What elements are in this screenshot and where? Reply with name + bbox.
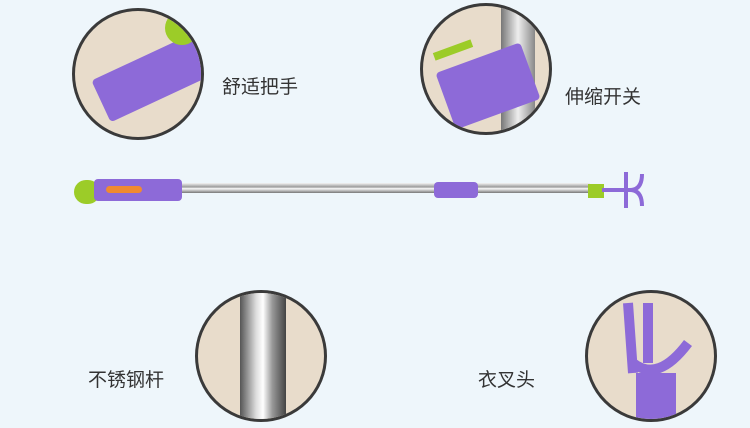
fork-collar xyxy=(588,184,604,198)
fork-head-icon xyxy=(602,172,644,208)
switch-closeup xyxy=(420,3,552,135)
label-handle: 舒适把手 xyxy=(222,76,299,98)
fork-closeup xyxy=(585,290,717,422)
handle-grip xyxy=(94,179,182,201)
steel-closeup xyxy=(195,290,327,422)
label-switch: 伸缩开关 xyxy=(565,86,642,108)
label-steel: 不锈钢杆 xyxy=(88,369,165,391)
handle-closeup xyxy=(72,8,204,140)
telescopic-switch[interactable] xyxy=(434,182,478,198)
label-fork: 衣叉头 xyxy=(478,369,536,391)
steel-pole xyxy=(120,183,590,193)
brand-logo xyxy=(106,186,142,193)
